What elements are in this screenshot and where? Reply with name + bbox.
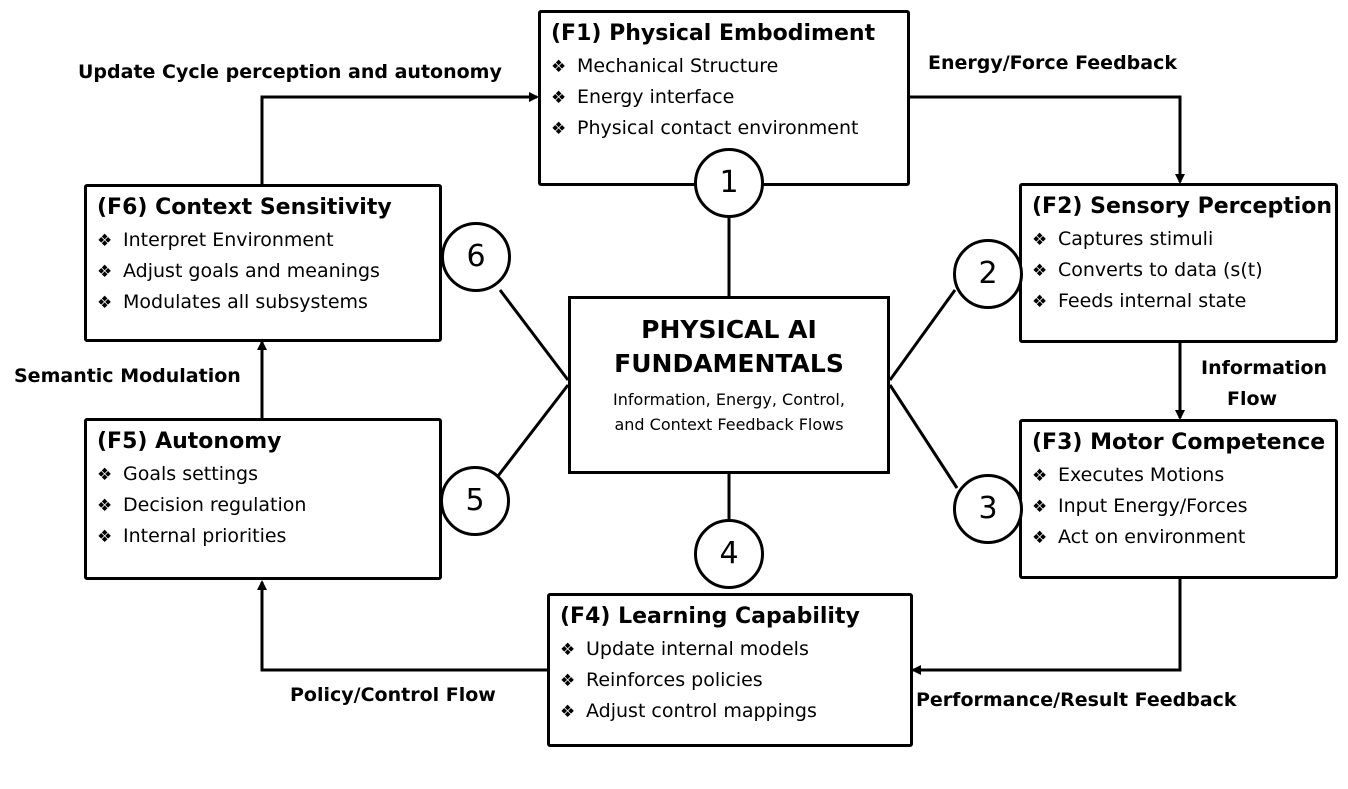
list-item: ❖Goals settings [97,459,439,490]
bullet-icon: ❖ [1032,497,1048,517]
bullet-icon: ❖ [97,465,113,485]
box-autonomy: (F5) Autonomy ❖Goals settings ❖Decision … [84,418,442,580]
bullet-icon: ❖ [560,702,576,722]
bullet-icon: ❖ [560,640,576,660]
flow-label-information: Information [1201,357,1328,379]
bullet-icon: ❖ [1032,528,1048,548]
center-title-line-2: FUNDAMENTALS [614,349,844,378]
box-learning-capability: (F4) Learning Capability ❖Update interna… [547,593,913,747]
list-item: ❖Feeds internal state [1032,286,1335,317]
flow-label-update-cycle: Update Cycle perception and autonomy [78,61,502,83]
arrow-update-cycle [260,92,539,185]
flow-label-policy: Policy/Control Flow [290,684,496,706]
box-title: (F6) Context Sensitivity [97,195,392,220]
box-title: (F4) Learning Capability [560,604,860,629]
spoke-3 [888,384,959,489]
arrow-policy [257,580,547,672]
node-circle-6: 6 [441,222,511,292]
bullet-icon: ❖ [97,293,113,313]
box-title: (F5) Autonomy [97,429,282,454]
list-item: ❖Interpret Environment [97,225,439,256]
node-circle-5: 5 [440,466,510,536]
center-title-line-1: PHYSICAL AI [641,315,817,344]
flow-label-semantic: Semantic Modulation [14,365,241,387]
arrow-energy-force [910,95,1185,184]
box-title: (F1) Physical Embodiment [551,21,876,46]
flow-label-flow: Flow [1227,388,1278,410]
bullet-icon: ❖ [551,119,567,139]
list-item: ❖Energy interface [551,82,907,113]
list-item: ❖Input Energy/Forces [1032,491,1335,522]
list-item: ❖Decision regulation [97,490,439,521]
box-title: (F3) Motor Competence [1032,430,1326,455]
node-circle-2: 2 [953,239,1023,309]
list-item: ❖Adjust goals and meanings [97,256,439,287]
list-item: ❖Internal priorities [97,521,439,552]
box-context-sensitivity: (F6) Context Sensitivity ❖Interpret Envi… [84,184,442,342]
bullet-icon: ❖ [551,88,567,108]
box-title: (F2) Sensory Perception [1032,194,1333,219]
arrow-performance [911,579,1182,675]
list-item: ❖Update internal models [560,634,910,665]
center-subtitle-line-1: Information, Energy, Control, [613,390,845,409]
flow-label-energy-force: Energy/Force Feedback [928,52,1177,74]
bullet-icon: ❖ [97,262,113,282]
flow-label-performance: Performance/Result Feedback [916,689,1237,711]
box-list: ❖Update internal models ❖Reinforces poli… [560,634,910,727]
node-circle-1: 1 [694,148,764,218]
bullet-icon: ❖ [97,527,113,547]
bullet-icon: ❖ [1032,292,1048,312]
box-list: ❖Executes Motions ❖Input Energy/Forces ❖… [1032,460,1335,553]
node-circle-3: 3 [953,474,1023,544]
box-list: ❖Goals settings ❖Decision regulation ❖In… [97,459,439,552]
list-item: ❖Executes Motions [1032,460,1335,491]
list-item: ❖Reinforces policies [560,665,910,696]
box-list: ❖Captures stimuli ❖Converts to data (s(t… [1032,224,1335,317]
center-subtitle-line-2: and Context Feedback Flows [614,415,844,434]
bullet-icon: ❖ [1032,466,1048,486]
spoke-6 [498,289,570,381]
list-item: ❖Modulates all subsystems [97,287,439,318]
list-item: ❖Physical contact environment [551,113,907,144]
spoke-2 [888,289,957,381]
center-box: PHYSICAL AI FUNDAMENTALS Information, En… [568,296,890,474]
list-item: ❖Mechanical Structure [551,51,907,82]
box-sensory-perception: (F2) Sensory Perception ❖Captures stimul… [1019,183,1338,343]
bullet-icon: ❖ [551,57,567,77]
list-item: ❖Adjust control mappings [560,696,910,727]
bullet-icon: ❖ [1032,261,1048,281]
box-list: ❖Interpret Environment ❖Adjust goals and… [97,225,439,318]
bullet-icon: ❖ [97,496,113,516]
list-item: ❖Captures stimuli [1032,224,1335,255]
box-motor-competence: (F3) Motor Competence ❖Executes Motions … [1019,419,1338,579]
bullet-icon: ❖ [97,231,113,251]
bullet-icon: ❖ [1032,230,1048,250]
list-item: ❖Act on environment [1032,522,1335,553]
spoke-5 [496,384,570,477]
bullet-icon: ❖ [560,671,576,691]
node-circle-4: 4 [694,519,764,589]
box-list: ❖Mechanical Structure ❖Energy interface … [551,51,907,144]
list-item: ❖Converts to data (s(t) [1032,255,1335,286]
